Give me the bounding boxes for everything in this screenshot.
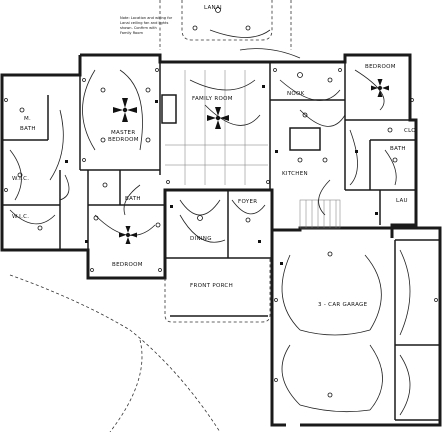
room-label-foyer: FOYER [238,199,257,205]
room-label-master-bedroom: BEDROOM [108,137,139,143]
room-label-nook: NOOK [287,91,305,97]
room-label-master: MASTER [111,130,135,136]
room-label-wic-lower: W.I.C. [12,214,29,220]
kitchen-island [289,127,321,151]
interior-walls [2,62,416,259]
room-label-bedroom-ne: BEDROOM [365,64,396,70]
svg-text:Lanai ceiling fan and lights: Lanai ceiling fan and lights [120,21,168,25]
fireplace [161,94,177,124]
room-label-bath-center: BATH [125,196,141,202]
room-label-garage: 3 - CAR GARAGE [318,302,368,308]
svg-text:shown. Confirm with: shown. Confirm with [120,26,157,30]
ceiling-fan-icon [113,98,137,122]
ceiling-fan-icon [371,79,389,97]
room-label-m-bath-2: BATH [20,126,36,132]
wiring-runs [9,29,411,416]
room-label-m-bath: M. [24,116,31,122]
switch-icon [65,85,378,265]
exterior-wall [0,53,418,280]
ceiling-fan-icon [119,226,137,244]
room-label-dining: DINING [190,236,212,242]
front-porch-outline [164,258,271,323]
room-label-lau: LAU [396,198,408,204]
room-label-family-room: FAMILY ROOM [192,96,233,102]
room-label-lanai: LANAI [204,5,222,11]
lanai-note: Note: Location and wiring for Lanai ceil… [120,16,173,35]
ceiling-fan-icon [207,107,229,129]
svg-text:Family Room: Family Room [120,31,143,35]
room-label-front-porch: FRONT PORCH [190,283,233,289]
room-label-kitchen: KITCHEN [282,171,308,177]
room-label-bedroom-sw: BEDROOM [112,262,143,268]
room-label-clo: CLO [404,128,416,134]
svg-text:Note: Location and wiring for: Note: Location and wiring for [120,16,173,20]
walkway-curve [109,339,143,432]
light-fixture-icon [17,7,398,398]
room-label-wic-upper: W.I.C. [12,176,29,182]
foyer-stairs [299,199,341,229]
outlet-icon [4,68,438,382]
walkway-curve [9,274,221,432]
family-room-ceiling-grid [165,70,268,185]
lanai-outline [181,0,273,41]
room-label-bath-ne: BATH [390,146,406,152]
garage-wall [270,226,442,427]
